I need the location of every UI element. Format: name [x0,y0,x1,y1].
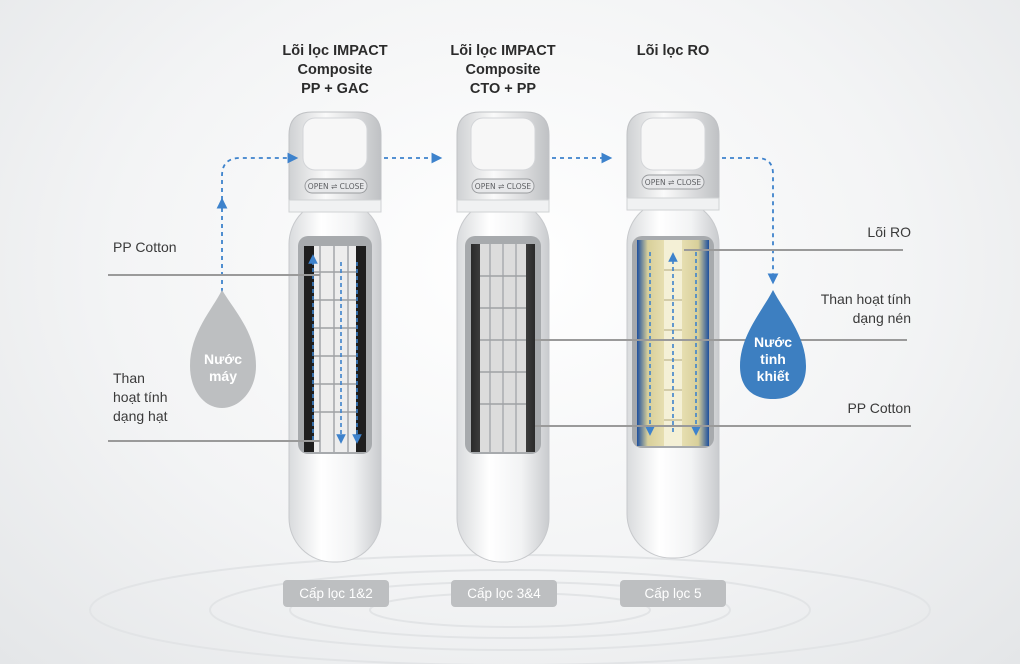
water-flow-path [216,152,779,300]
pure-water-line-1: Nước [754,334,792,350]
cap-text-1: OPEN ⇌ CLOSE [308,182,365,191]
filter-2-title-line-3: CTO + PP [469,81,537,97]
filter-1-title-line-1: Lõi lọc IMPACT [282,43,388,59]
label-granular-carbon-line-2: hoạt tính [113,389,168,405]
filter-cartridge-1 [288,111,382,563]
label-block-carbon-line-1: Than hoạt tính [820,291,911,307]
label-block-carbon-line-2: dạng nén [852,310,911,326]
stage-badge-2: Cấp lọc 3&4 [451,580,557,607]
filter-cartridge-2 [456,111,550,563]
filter-1-title-line-2: Composite [297,62,373,78]
pure-water-drop [740,290,806,399]
pure-water-line-3: khiết [756,368,790,384]
label-granular-carbon-line-1: Than [113,370,145,386]
label-block-carbon: Than hoạt tính dạng nén [790,290,911,328]
label-granular-carbon: Than hoạt tính dạng hạt [113,369,168,426]
tap-water-drop [190,290,256,408]
pure-water-line-2: tinh [760,351,786,367]
filter-1-title-line-3: PP + GAC [301,81,369,97]
stage-badge-3: Cấp lọc 5 [620,580,726,607]
label-pp-cotton-left: PP Cotton [113,239,177,255]
label-ro-core: Lõi RO [867,224,911,240]
cap-text-3: OPEN ⇌ CLOSE [645,178,702,187]
tap-water-line-1: Nước [204,351,242,367]
tap-water-line-2: máy [208,368,238,384]
label-pp-cotton-right: PP Cotton [847,400,911,416]
stage-badge-1: Cấp lọc 1&2 [283,580,389,607]
filter-3-title: Lõi lọc RO [593,42,753,61]
filter-2-title-line-1: Lõi lọc IMPACT [450,43,556,59]
water-ripples [89,554,931,664]
filter-2-title-line-2: Composite [465,62,541,78]
label-granular-carbon-line-3: dạng hạt [113,408,168,424]
leader-lines [108,249,911,442]
filter-cartridge-3 [626,111,720,559]
filter-2-title: Lõi lọc IMPACT Composite CTO + PP [423,42,583,99]
filter-3-title-line-1: Lõi lọc RO [636,43,710,59]
pure-water-label: Nước tinh khiết [742,334,804,385]
tap-water-label: Nước máy [192,351,254,385]
cap-text-2: OPEN ⇌ CLOSE [475,182,532,191]
filter-1-title: Lõi lọc IMPACT Composite PP + GAC [255,42,415,99]
